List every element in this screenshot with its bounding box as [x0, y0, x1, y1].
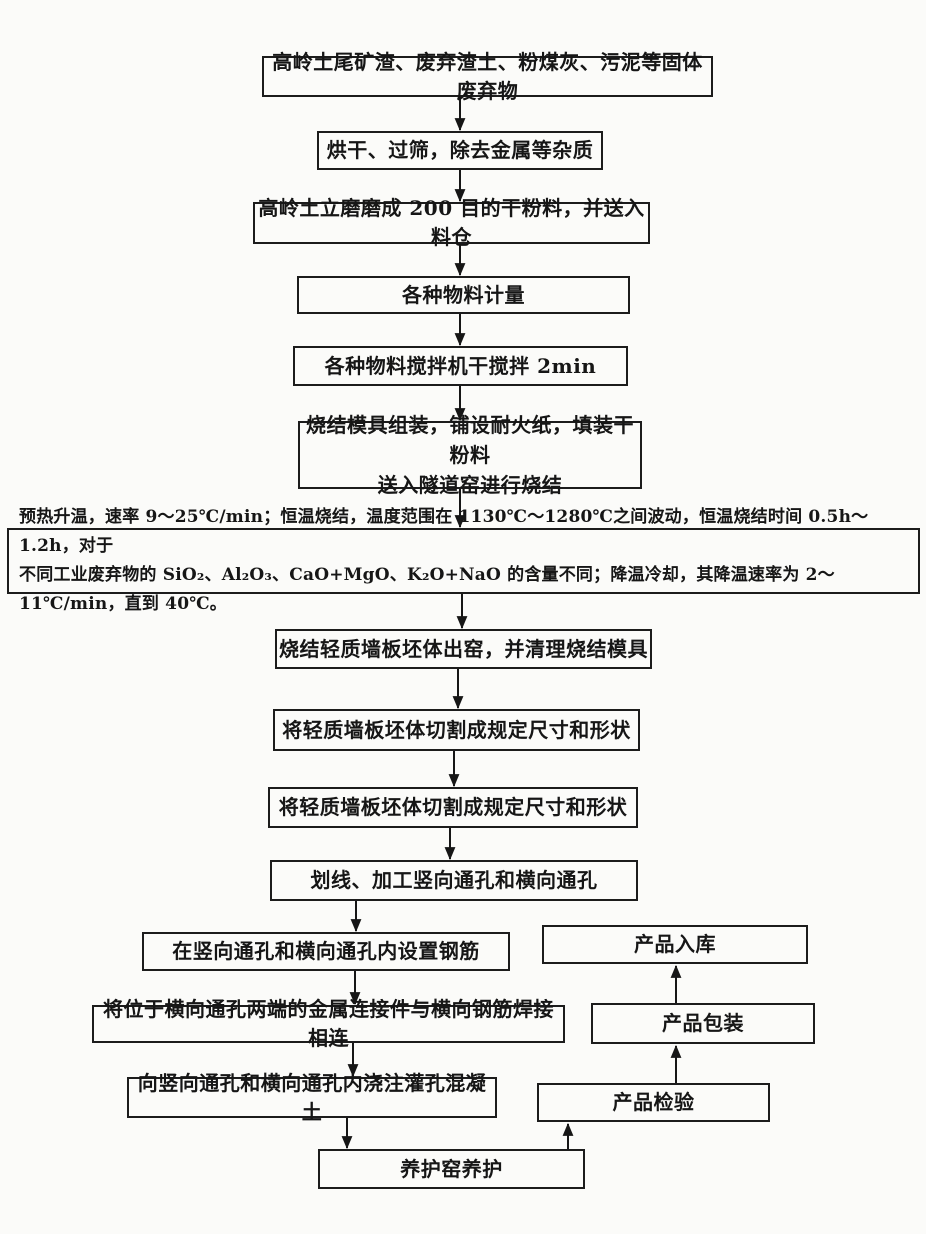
node-rebar: 在竖向通孔和横向通孔内设置钢筋 [142, 932, 510, 971]
node-storage: 产品入库 [542, 925, 808, 964]
node-scribing: 划线、加工竖向通孔和横向通孔 [270, 860, 638, 901]
node-packaging: 产品包装 [591, 1003, 815, 1044]
node-cutting-2: 将轻质墙板坯体切割成规定尺寸和形状 [268, 787, 638, 828]
node-dry-sieve: 烘干、过筛，除去金属等杂质 [317, 131, 603, 170]
node-inspection: 产品检验 [537, 1083, 770, 1122]
node-raw-materials: 高岭土尾矿渣、废弃渣土、粉煤灰、污泥等固体废弃物 [262, 50, 713, 103]
node-grinding: 高岭土立磨磨成 200 目的干粉料，并送入料仓 [253, 196, 650, 249]
node-curing: 养护窑养护 [318, 1149, 585, 1189]
node-metering: 各种物料计量 [297, 276, 630, 314]
node-cutting-1: 将轻质墙板坯体切割成规定尺寸和形状 [273, 709, 640, 751]
node-dry-mixing: 各种物料搅拌机干搅拌 2min [293, 346, 628, 386]
node-out-of-kiln: 烧结轻质墙板坯体出窑，并清理烧结模具 [275, 629, 652, 669]
node-welding: 将位于横向通孔两端的金属连接件与横向钢筋焊接相连 [92, 997, 565, 1050]
node-mold-assembly: 烧结模具组装，铺设耐火纸，填装干粉料 送入隧道窑进行烧结 [298, 413, 642, 497]
node-sintering: 预热升温，速率 9～25℃/min；恒温烧结，温度范围在 1130℃～1280℃… [7, 507, 920, 614]
node-grouting: 向竖向通孔和横向通孔内浇注灌孔混凝土 [127, 1071, 497, 1124]
